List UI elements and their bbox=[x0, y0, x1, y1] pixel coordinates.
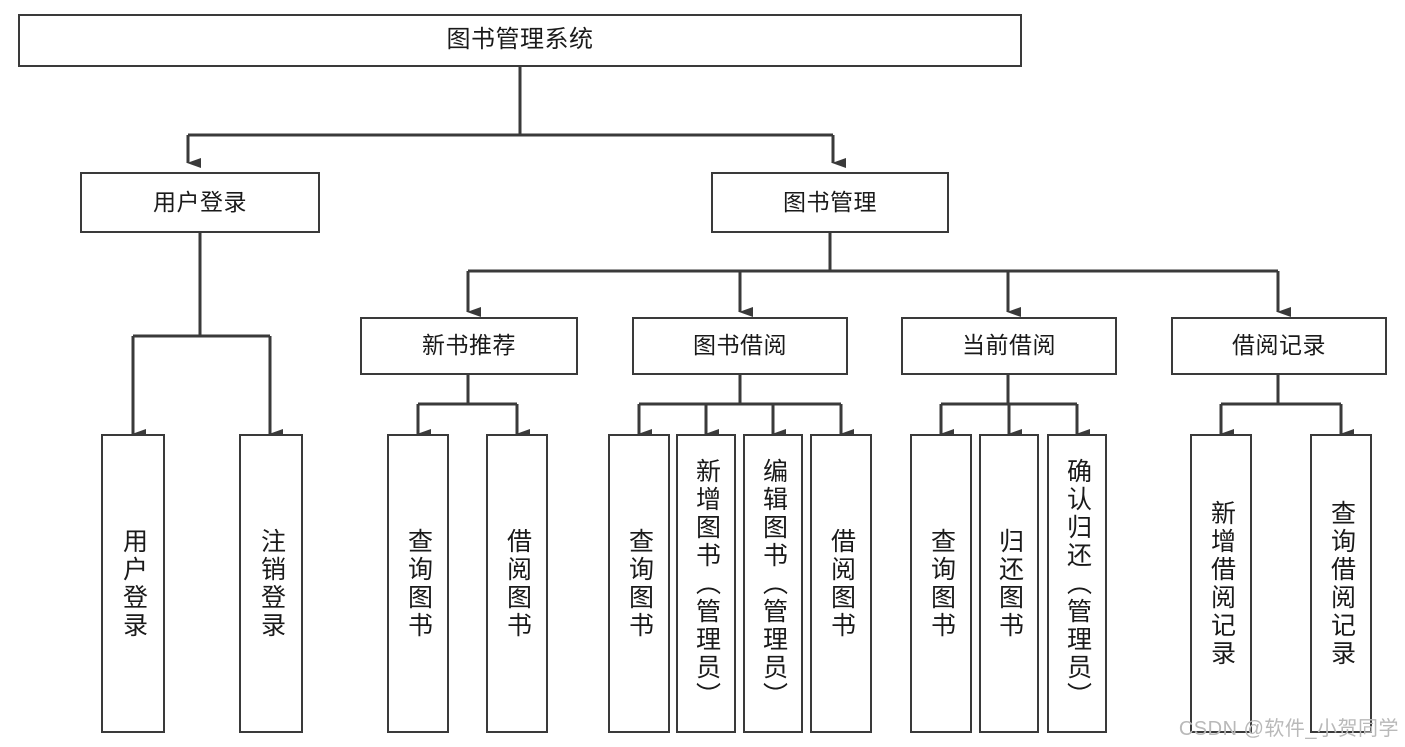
node-label: 新增借阅记录 bbox=[1207, 499, 1236, 668]
node-label: 确认归还（管理员） bbox=[1063, 457, 1092, 710]
node-label: 归还图书 bbox=[995, 527, 1024, 640]
node-label: 新增图书（管理员） bbox=[692, 457, 721, 710]
node-label: 查询借阅记录 bbox=[1327, 499, 1356, 668]
leaf-current-borrow-confirm[interactable]: 确认归还（管理员） bbox=[1047, 434, 1107, 733]
node-label: 借阅记录 bbox=[1232, 332, 1326, 359]
leaf-new-book-query[interactable]: 查询图书 bbox=[387, 434, 449, 733]
leaf-borrow-record-add[interactable]: 新增借阅记录 bbox=[1190, 434, 1252, 733]
node-label: 用户登录 bbox=[119, 527, 148, 640]
node-label: 借阅图书 bbox=[827, 527, 856, 640]
node-label: 查询图书 bbox=[625, 527, 654, 640]
leaf-current-borrow-return[interactable]: 归还图书 bbox=[979, 434, 1039, 733]
watermark-text: CSDN @软件_小贺同学 bbox=[1178, 718, 1399, 740]
node-new-book-recommend[interactable]: 新书推荐 bbox=[360, 317, 578, 375]
node-label: 图书借阅 bbox=[693, 332, 787, 359]
node-label: 查询图书 bbox=[927, 527, 956, 640]
node-label: 当前借阅 bbox=[962, 332, 1056, 359]
node-book-management[interactable]: 图书管理 bbox=[711, 172, 949, 233]
leaf-user-login-login[interactable]: 用户登录 bbox=[101, 434, 165, 733]
node-label: 查询图书 bbox=[404, 527, 433, 640]
leaf-book-borrow-add[interactable]: 新增图书（管理员） bbox=[676, 434, 736, 733]
leaf-book-borrow-query[interactable]: 查询图书 bbox=[608, 434, 670, 733]
node-label: 图书管理 bbox=[783, 188, 877, 215]
leaf-borrow-record-query[interactable]: 查询借阅记录 bbox=[1310, 434, 1372, 733]
leaf-book-borrow-lend[interactable]: 借阅图书 bbox=[810, 434, 872, 733]
node-label: 图书管理系统 bbox=[446, 26, 594, 54]
node-label: 用户登录 bbox=[153, 188, 247, 215]
node-book-borrow[interactable]: 图书借阅 bbox=[632, 317, 848, 375]
leaf-user-login-logout[interactable]: 注销登录 bbox=[239, 434, 303, 733]
node-root-system[interactable]: 图书管理系统 bbox=[18, 14, 1022, 67]
leaf-book-borrow-edit[interactable]: 编辑图书（管理员） bbox=[743, 434, 803, 733]
leaf-current-borrow-query[interactable]: 查询图书 bbox=[910, 434, 972, 733]
node-label: 借阅图书 bbox=[503, 527, 532, 640]
node-label: 新书推荐 bbox=[422, 332, 516, 359]
node-current-borrow[interactable]: 当前借阅 bbox=[901, 317, 1117, 375]
node-label: 注销登录 bbox=[257, 527, 286, 640]
node-user-login[interactable]: 用户登录 bbox=[80, 172, 320, 233]
node-label: 编辑图书（管理员） bbox=[759, 457, 788, 710]
leaf-new-book-borrow[interactable]: 借阅图书 bbox=[486, 434, 548, 733]
node-borrow-record[interactable]: 借阅记录 bbox=[1171, 317, 1387, 375]
